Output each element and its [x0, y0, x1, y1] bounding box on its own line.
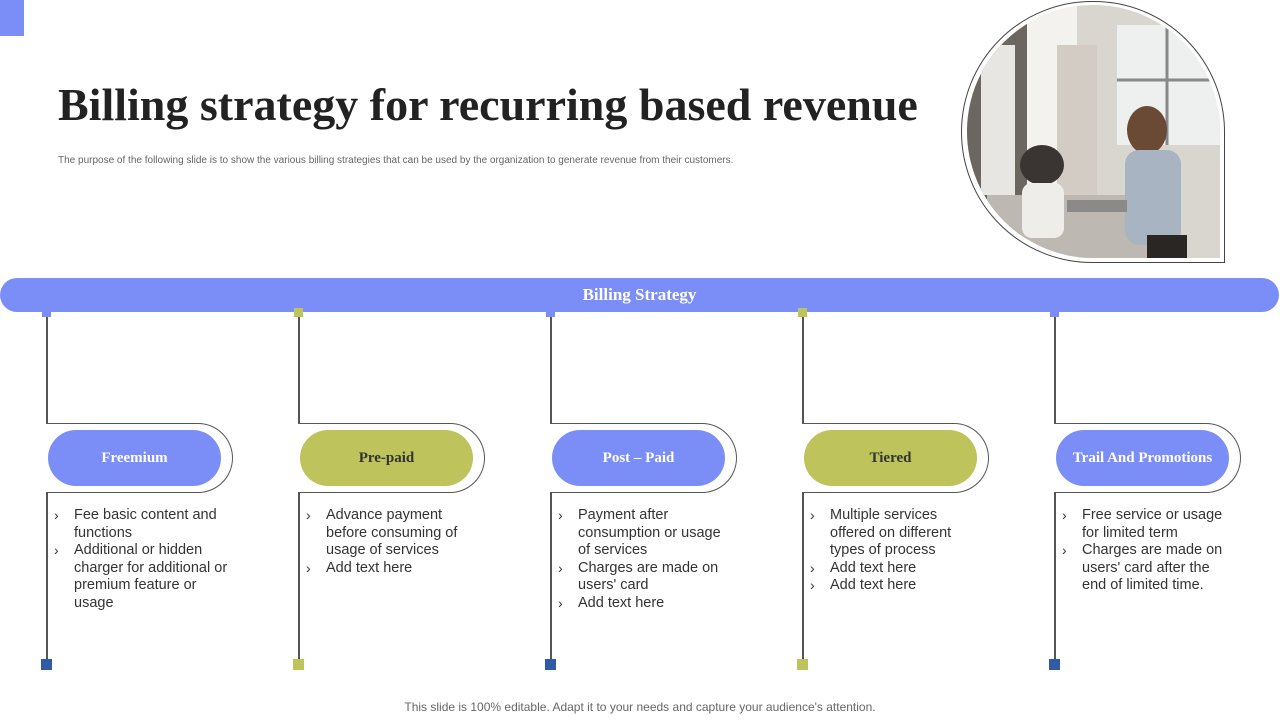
- connector-line-bottom: [46, 493, 48, 659]
- chevron-right-icon: ›: [54, 542, 59, 559]
- strategy-point-text: Multiple services offered on different t…: [830, 507, 952, 559]
- strategy-point: › Add text here: [558, 595, 733, 613]
- strategy-point: › Add text here: [810, 560, 985, 578]
- strategy-point-text: Add text here: [578, 594, 665, 611]
- strategy-label: Pre-paid: [358, 449, 415, 466]
- strategy-pill: Post – Paid: [552, 430, 725, 486]
- connector-line-bottom: [298, 493, 300, 659]
- chevron-right-icon: ›: [558, 507, 563, 523]
- pill-bracket: [298, 423, 485, 493]
- strategy-point: › Multiple services offered on different …: [810, 507, 985, 560]
- corner-accent-tab: [0, 0, 24, 36]
- pill-bracket: [802, 423, 989, 493]
- slide-title: Billing strategy for recurring based rev…: [58, 79, 918, 130]
- chevron-right-icon: ›: [306, 507, 311, 523]
- strategy-label: Post – Paid: [602, 449, 675, 466]
- chevron-right-icon: ›: [810, 559, 815, 576]
- strategy-points: › Payment after consumption or usage of s…: [558, 507, 733, 613]
- strategy-point: › Charges are made on users' card: [558, 560, 733, 595]
- connector-square-bottom: [1049, 659, 1060, 670]
- pill-bracket: [46, 423, 233, 493]
- strategy-point: › Charges are made on users' card after t…: [1062, 542, 1237, 595]
- connector-line-bottom: [550, 493, 552, 659]
- strategy-point: › Payment after consumption or usage of s…: [558, 507, 733, 560]
- connector-line-top: [802, 317, 804, 423]
- strategy-point-text: Fee basic content and functions: [74, 507, 217, 541]
- strategy-point: › Advance payment before consuming of usa…: [306, 507, 481, 560]
- strategy-points: › Multiple services offered on different …: [810, 507, 985, 595]
- strategy-points: › Advance payment before consuming of usa…: [306, 507, 481, 577]
- strategy-column: Pre-paid › Advance payment before consumi…: [293, 308, 538, 678]
- connector-line-bottom: [1054, 493, 1056, 659]
- strategy-point: › Add text here: [810, 577, 985, 595]
- strategy-column: Trail And Promotions › Free service or us…: [1049, 308, 1280, 678]
- strategy-point-text: Additional or hidden charger for additio…: [74, 542, 228, 611]
- chevron-right-icon: ›: [306, 559, 311, 576]
- strategy-point: › Free service or usage for limited term: [1062, 507, 1237, 542]
- pill-bracket: [550, 423, 737, 493]
- strategy-pill: Pre-paid: [300, 430, 473, 486]
- office-photo: [967, 5, 1220, 258]
- strategy-point-text: Add text here: [830, 577, 917, 594]
- connector-line-top: [46, 317, 48, 423]
- connector-square-bottom: [797, 659, 808, 670]
- billing-strategy-banner: Billing Strategy: [0, 278, 1279, 312]
- strategy-column: Post – Paid › Payment after consumption o…: [545, 308, 790, 678]
- strategy-label: Trail And Promotions: [1072, 449, 1213, 466]
- chevron-right-icon: ›: [54, 507, 59, 523]
- strategy-pill: Tiered: [804, 430, 977, 486]
- strategy-point-text: Add text here: [326, 559, 413, 576]
- strategy-label: Tiered: [869, 449, 912, 466]
- strategy-points: › Fee basic content and functions › Additio…: [54, 507, 229, 613]
- strategy-point: › Fee basic content and functions: [54, 507, 229, 542]
- connector-line-bottom: [802, 493, 804, 659]
- connector-square-bottom: [545, 659, 556, 670]
- connector-square-top: [798, 308, 807, 317]
- connector-square-top: [294, 308, 303, 317]
- strategy-point: › Add text here: [306, 560, 481, 578]
- strategy-point-text: Add text here: [830, 559, 917, 576]
- chevron-right-icon: ›: [1062, 542, 1067, 559]
- connector-square-bottom: [41, 659, 52, 670]
- connector-square-top: [1050, 308, 1059, 317]
- chevron-right-icon: ›: [558, 559, 563, 576]
- connector-square-bottom: [293, 659, 304, 670]
- strategy-point: › Additional or hidden charger for additi…: [54, 542, 229, 612]
- slide-footer: This slide is 100% editable. Adapt it to…: [404, 700, 876, 714]
- strategy-label: Freemium: [101, 449, 168, 466]
- strategy-point-text: Payment after consumption or usage of se…: [578, 507, 721, 559]
- strategy-point-text: Free service or usage for limited term: [1082, 507, 1223, 541]
- chevron-right-icon: ›: [558, 594, 563, 611]
- strategy-pill: Freemium: [48, 430, 221, 486]
- strategy-points: ›Free service or usage for limited term›…: [1062, 507, 1237, 595]
- strategy-point-text: Charges are made on users' card after th…: [1082, 542, 1223, 594]
- chevron-right-icon: ›: [1062, 507, 1067, 523]
- strategy-point-text: Advance payment before consuming of usag…: [326, 507, 458, 559]
- connector-line-top: [550, 317, 552, 423]
- chevron-right-icon: ›: [810, 507, 815, 523]
- strategy-column: Freemium › Fee basic content and function…: [41, 308, 286, 678]
- chevron-right-icon: ›: [810, 577, 815, 594]
- connector-line-top: [1054, 317, 1056, 423]
- connector-square-top: [546, 308, 555, 317]
- pill-bracket: [1054, 423, 1241, 493]
- strategy-column: Tiered › Multiple services offered on dif…: [797, 308, 1042, 678]
- connector-line-top: [298, 317, 300, 423]
- strategy-point-text: Charges are made on users' card: [578, 559, 719, 594]
- banner-label: Billing Strategy: [582, 285, 697, 304]
- slide-subtitle: The purpose of the following slide is to…: [58, 155, 734, 166]
- connector-square-top: [42, 308, 51, 317]
- strategy-pill: Trail And Promotions: [1056, 430, 1229, 486]
